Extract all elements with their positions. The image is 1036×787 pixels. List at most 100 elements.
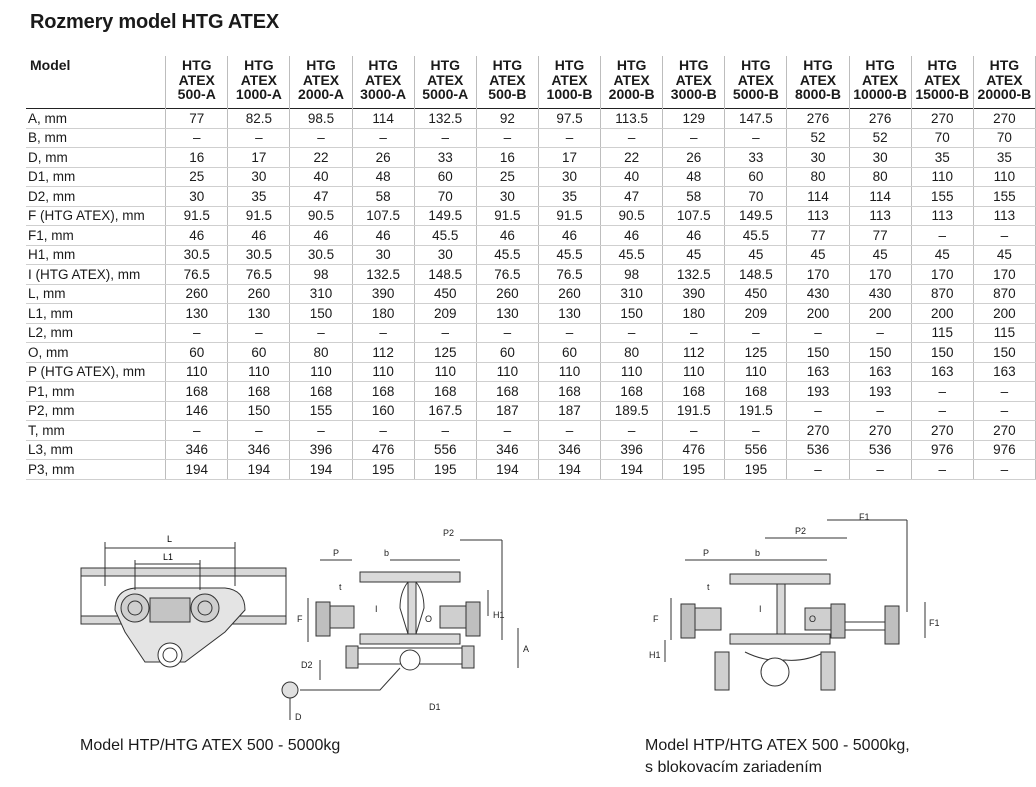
table-cell: 163 — [849, 362, 912, 382]
table-cell: 194 — [289, 459, 353, 480]
table-cell: 195 — [352, 459, 415, 480]
table-cell: 180 — [662, 303, 726, 324]
table-cell: 46 — [600, 225, 664, 246]
column-header-line: ATEX — [364, 71, 402, 88]
row-label: L3, mm — [26, 440, 167, 460]
table-cell: 25 — [165, 167, 229, 187]
table-cell: 60 — [165, 342, 229, 363]
table-cell: 45.5 — [600, 245, 664, 265]
table-cell: 536 — [849, 440, 912, 460]
table-cell: – — [911, 381, 974, 402]
table-cell: 30 — [476, 186, 539, 207]
table-cell: – — [662, 323, 726, 343]
table-cell: 76.5 — [538, 264, 602, 285]
table-cell: 45.5 — [414, 225, 477, 246]
table-cell: 163 — [911, 362, 974, 382]
table-cell: 112 — [662, 342, 726, 363]
table-cell: 168 — [538, 381, 602, 402]
table-cell: 33 — [414, 147, 477, 168]
table-cell: 168 — [724, 381, 788, 402]
table-cell: – — [352, 128, 415, 148]
table-cell: 110 — [165, 362, 229, 382]
table-cell: – — [973, 459, 1036, 480]
table-cell: 26 — [662, 147, 726, 168]
table-cell: 270 — [911, 420, 974, 441]
table-cell: 46 — [662, 225, 726, 246]
table-cell: 160 — [352, 401, 415, 421]
table-cell: 80 — [786, 167, 850, 187]
table-cell: 17 — [227, 147, 291, 168]
table-cell: 110 — [538, 362, 602, 382]
table-cell: 193 — [849, 381, 912, 402]
table-cell: 114 — [849, 186, 912, 207]
table-cell: 168 — [600, 381, 664, 402]
table-cell: 107.5 — [662, 206, 726, 226]
row-label: T, mm — [26, 420, 167, 441]
table-cell: 168 — [476, 381, 539, 402]
table-cell: – — [289, 128, 353, 148]
table-cell: 46 — [165, 225, 229, 246]
table-cell: 25 — [476, 167, 539, 187]
table-cell: 200 — [849, 303, 912, 324]
table-cell: 187 — [538, 401, 602, 421]
table-cell: 125 — [414, 342, 477, 363]
table-cell: 130 — [227, 303, 291, 324]
table-cell: 110 — [662, 362, 726, 382]
table-cell: 113 — [786, 206, 850, 226]
table-cell: 114 — [352, 108, 415, 129]
table-cell: 346 — [538, 440, 602, 460]
dim-P2: P2 — [443, 528, 454, 538]
table-cell: 194 — [476, 459, 539, 480]
table-cell: 48 — [662, 167, 726, 187]
column-header-line: 5000-A — [422, 86, 469, 102]
column-header-line: HTG — [989, 57, 1020, 73]
table-cell: 110 — [600, 362, 664, 382]
table-cell: 130 — [538, 303, 602, 324]
table-cell: 30 — [538, 167, 602, 187]
table-cell: 30 — [786, 147, 850, 168]
row-label: P1, mm — [26, 381, 167, 402]
table-cell: 150 — [289, 303, 353, 324]
table-cell: 976 — [911, 440, 974, 460]
table-cell: 191.5 — [662, 401, 726, 421]
table-cell: – — [289, 420, 353, 441]
table-cell: 115 — [973, 323, 1036, 343]
table-cell: 40 — [289, 167, 353, 187]
table-cell: 45 — [786, 245, 850, 265]
table-cell: – — [538, 128, 602, 148]
dim-t-right: t — [707, 582, 710, 592]
table-cell: – — [973, 225, 1036, 246]
table-cell: – — [165, 323, 229, 343]
table-cell: – — [911, 225, 974, 246]
table-cell: 45 — [849, 245, 912, 265]
table-cell: 163 — [786, 362, 850, 382]
table-cell: 310 — [289, 284, 353, 304]
table-cell: 91.5 — [165, 206, 229, 226]
table-cell: 396 — [289, 440, 353, 460]
table-cell: 155 — [911, 186, 974, 207]
table-cell: 46 — [538, 225, 602, 246]
table-cell: 30.5 — [165, 245, 229, 265]
table-cell: 149.5 — [724, 206, 788, 226]
column-header-line: ATEX — [489, 71, 526, 88]
row-label: A, mm — [26, 108, 167, 129]
table-cell: 30 — [849, 147, 912, 168]
table-cell: 113 — [849, 206, 912, 226]
table-cell: 60 — [414, 167, 477, 187]
table-cell: 346 — [476, 440, 539, 460]
table-cell: 45 — [662, 245, 726, 265]
table-cell: – — [786, 323, 850, 343]
table-cell: 60 — [724, 167, 788, 187]
row-label: D, mm — [26, 147, 167, 168]
left-caption: Model HTP/HTG ATEX 500 - 5000kg — [80, 737, 341, 754]
table-cell: 35 — [227, 186, 291, 207]
table-cell: 155 — [973, 186, 1036, 207]
table-cell: – — [352, 420, 415, 441]
dim-I-right: I — [759, 604, 762, 614]
table-cell: 115 — [911, 323, 974, 343]
table-cell: 30 — [165, 186, 229, 207]
